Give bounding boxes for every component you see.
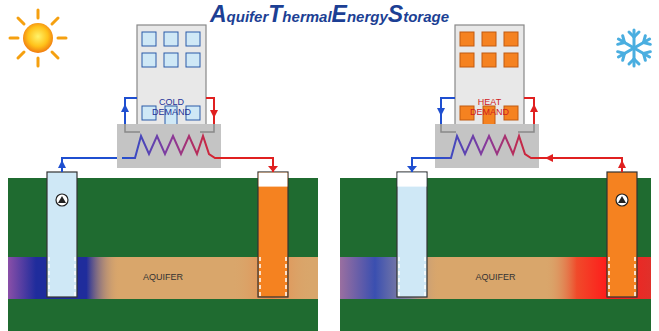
node-label: AQUIFER: [436, 272, 556, 282]
title-letter: q: [227, 8, 236, 25]
title-letter: E: [332, 1, 347, 27]
building-box: HEAT DEMAND: [455, 25, 524, 137]
cold-well: [397, 172, 427, 297]
title-letter: f: [249, 8, 254, 25]
warm-well: [607, 172, 637, 297]
heat-exchanger: [435, 124, 539, 168]
cold-well: [47, 172, 77, 297]
building-box: COLD DEMAND: [137, 25, 206, 137]
warm-building: [455, 25, 524, 137]
diagram-title: AquiferThermalEnergyStorage: [0, 2, 659, 29]
ground: [340, 178, 651, 331]
node-label: HEAT DEMAND: [467, 97, 513, 118]
title-letter: r: [262, 8, 268, 25]
title-letter: r: [364, 8, 370, 25]
title-letter: t: [403, 8, 408, 25]
pipes: [62, 98, 622, 172]
sun-icon: [10, 10, 66, 66]
aquifer-layer: [340, 257, 651, 299]
aquifer-band: AQUIFER: [8, 257, 318, 299]
title-letter: A: [210, 1, 227, 27]
title-letter: a: [423, 8, 431, 25]
flow-arrows: [58, 104, 626, 172]
title-letter: u: [236, 8, 245, 25]
title-letter: m: [306, 8, 319, 25]
title-letter: e: [441, 8, 449, 25]
title-letter: a: [319, 8, 327, 25]
title-letter: l: [327, 8, 331, 25]
title-letter: o: [408, 8, 417, 25]
heat-exchanger: [117, 124, 221, 168]
title-letter: e: [292, 8, 300, 25]
aquifer-band: AQUIFER: [340, 257, 651, 299]
title-letter: S: [388, 1, 403, 27]
cold-building: [137, 25, 206, 137]
title-letter: i: [245, 8, 249, 25]
title-letter: r: [300, 8, 306, 25]
node-label: COLD DEMAND: [149, 97, 195, 118]
title-letter: T: [268, 1, 282, 27]
title-letter: y: [379, 8, 387, 25]
title-letter: h: [282, 8, 291, 25]
warm-well: [258, 172, 288, 297]
title-letter: g: [432, 8, 441, 25]
title-letter: g: [370, 8, 379, 25]
title-letter: e: [254, 8, 262, 25]
node-label: AQUIFER: [103, 272, 223, 282]
title-letter: e: [356, 8, 364, 25]
title-letter: n: [347, 8, 356, 25]
snowflake-icon: [616, 30, 652, 66]
title-letter: r: [417, 8, 423, 25]
